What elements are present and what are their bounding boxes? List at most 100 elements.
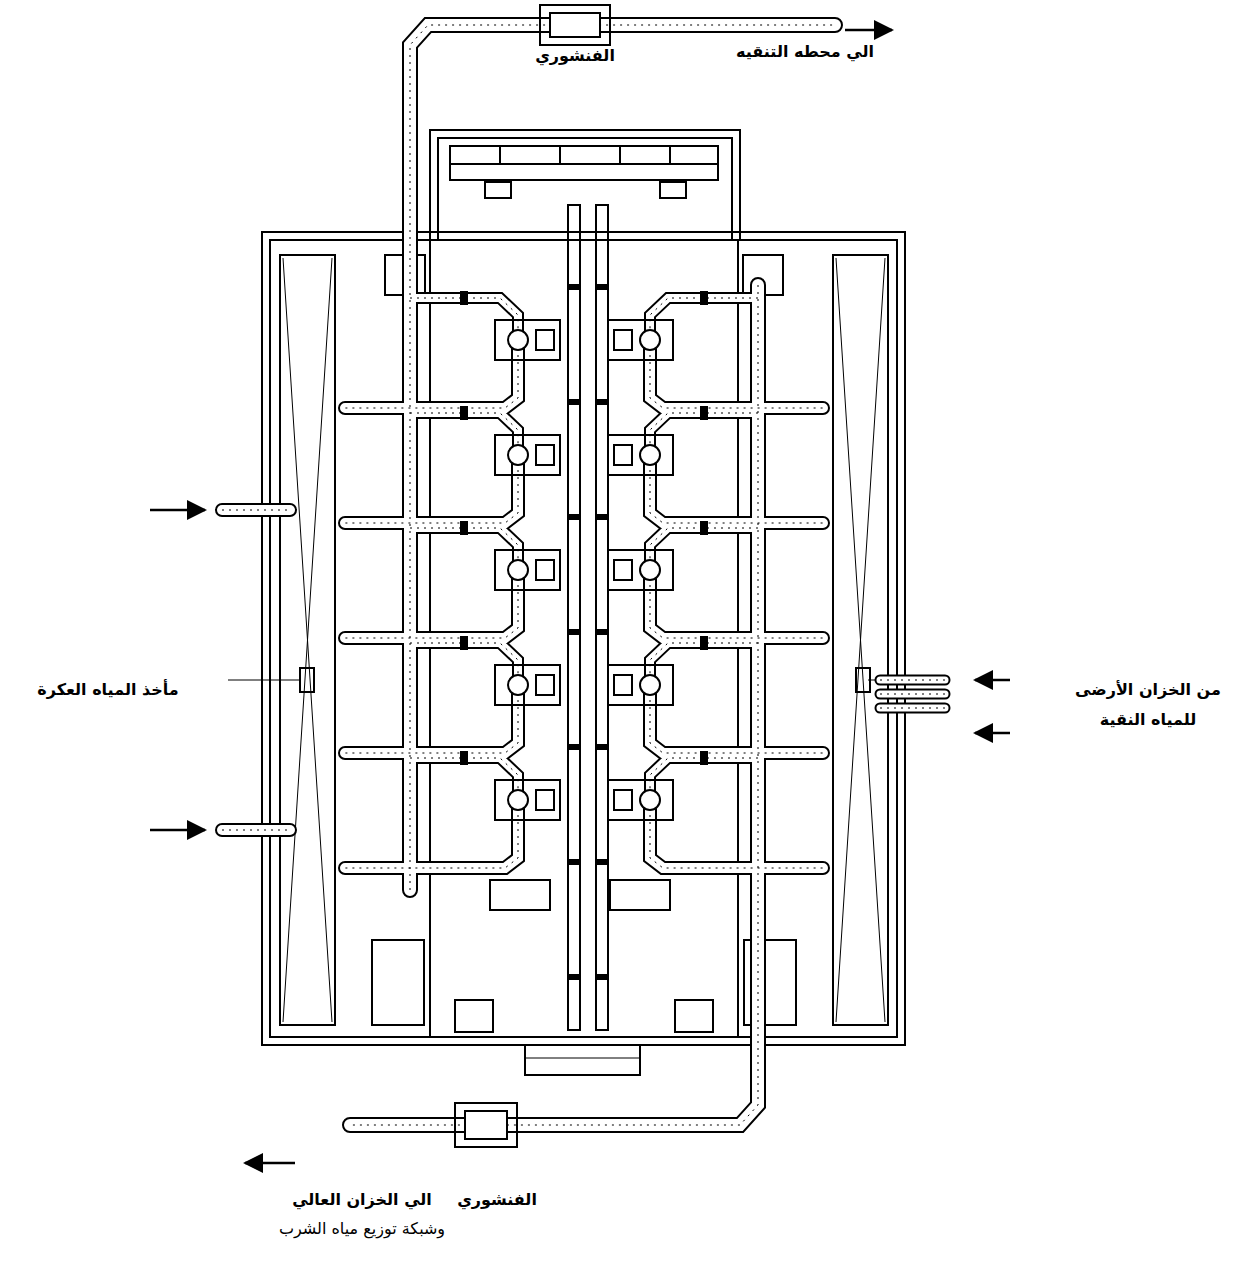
outer-wall <box>262 232 905 1045</box>
motor-symbol <box>614 445 632 465</box>
flow-arrow <box>150 509 205 512</box>
axis-box <box>300 668 314 692</box>
motor-symbol <box>536 560 554 580</box>
venturi-meter <box>465 1111 507 1139</box>
pipe-axis <box>880 694 945 695</box>
bay-brace <box>308 258 333 1022</box>
rail-joint <box>596 285 608 289</box>
motor-symbol <box>536 790 554 810</box>
pump-symbol <box>508 445 528 465</box>
pipework <box>222 25 945 1125</box>
rail-joint <box>596 975 608 979</box>
beam-cell <box>559 146 561 164</box>
pipe-bore <box>650 693 823 753</box>
pump-base <box>608 780 673 820</box>
flow-label: الي الخزان العالي <box>289 1190 435 1209</box>
pipe-outline <box>650 693 823 753</box>
bay-brace <box>836 258 861 1022</box>
flow-arrow <box>845 29 892 32</box>
valve-symbol <box>460 406 468 420</box>
crane-rail <box>568 205 580 1030</box>
pipe-bore <box>880 677 945 684</box>
flow-label: مأخذ المياه العكرة <box>34 680 181 699</box>
pipe-axis <box>345 348 518 408</box>
pipe-outline <box>345 808 518 868</box>
rail-joint <box>568 975 580 979</box>
bay-brace <box>283 258 308 1022</box>
axis-line <box>228 680 300 681</box>
pipe-bore <box>345 693 518 753</box>
rail-joint <box>596 515 608 519</box>
building <box>228 130 940 1075</box>
pipe-bore <box>222 825 290 835</box>
wing-bay <box>280 255 335 1025</box>
pipe-bore <box>410 25 835 890</box>
pipe-outline <box>410 25 835 890</box>
valve-symbol <box>700 636 708 650</box>
rail-joint <box>568 515 580 519</box>
venturi-housing <box>540 5 610 45</box>
flow-arrow <box>975 732 1010 735</box>
pump-units <box>455 5 708 1147</box>
pump-base <box>608 320 673 360</box>
pipe-outline <box>650 463 823 523</box>
control-panel <box>675 1000 713 1032</box>
venturi-housing <box>455 1103 517 1147</box>
inner-wall <box>270 240 897 1037</box>
valve-symbol <box>700 521 708 535</box>
pump-base <box>495 665 560 705</box>
pump-symbol <box>640 330 660 350</box>
pipe-bore <box>350 285 758 1125</box>
floor-hatch <box>490 880 550 910</box>
crane-beam <box>450 146 718 180</box>
pump-base <box>608 550 673 590</box>
wing-bay <box>833 255 888 1025</box>
beam-cell <box>499 146 501 164</box>
pipe-outline <box>650 578 823 638</box>
motor-symbol <box>614 330 632 350</box>
pump-symbol <box>640 790 660 810</box>
rail-joint <box>596 860 608 864</box>
pipe-outline <box>880 675 945 686</box>
rail-joint <box>596 745 608 749</box>
pipe-axis <box>345 463 518 523</box>
beam-cell <box>619 146 621 164</box>
motor-symbol <box>614 675 632 695</box>
pipe-axis <box>650 578 823 638</box>
pump-symbol <box>508 560 528 580</box>
pump-symbol <box>640 675 660 695</box>
motor-symbol <box>614 790 632 810</box>
pump-base <box>495 320 560 360</box>
pump-base <box>495 780 560 820</box>
flow-arrow <box>150 829 205 832</box>
bay-brace <box>861 258 886 1022</box>
flow-label: من الخزان الأرضى <box>1072 680 1224 699</box>
pump-symbol <box>640 560 660 580</box>
flow-arrows <box>150 30 1010 1163</box>
flow-label: الفنشوري <box>532 46 618 65</box>
pipe-bore <box>650 463 823 523</box>
pump-symbol <box>508 330 528 350</box>
crane-rail <box>596 205 608 1030</box>
pipe-axis <box>345 808 518 868</box>
pipe-axis <box>880 680 945 681</box>
rail-joint <box>568 745 580 749</box>
pump-base <box>495 435 560 475</box>
pipe-axis <box>650 348 823 408</box>
flow-arrow <box>245 1162 295 1165</box>
pipe-axis <box>350 285 758 1125</box>
pipe-axis <box>650 808 823 868</box>
entrance-step <box>525 1058 640 1059</box>
motor-symbol <box>614 560 632 580</box>
flow-label: للمياه النقية <box>1097 710 1200 729</box>
motor-symbol <box>536 675 554 695</box>
valve-symbol <box>700 291 708 305</box>
pipe-outline <box>650 808 823 868</box>
pipe-outline <box>880 703 945 714</box>
flow-label: وشبكة توزيع مياه الشرب <box>276 1219 448 1238</box>
pipe-outline <box>345 578 518 638</box>
pipe-outline <box>345 463 518 523</box>
pipe-bore <box>880 705 945 712</box>
pipe-outline <box>650 348 823 408</box>
